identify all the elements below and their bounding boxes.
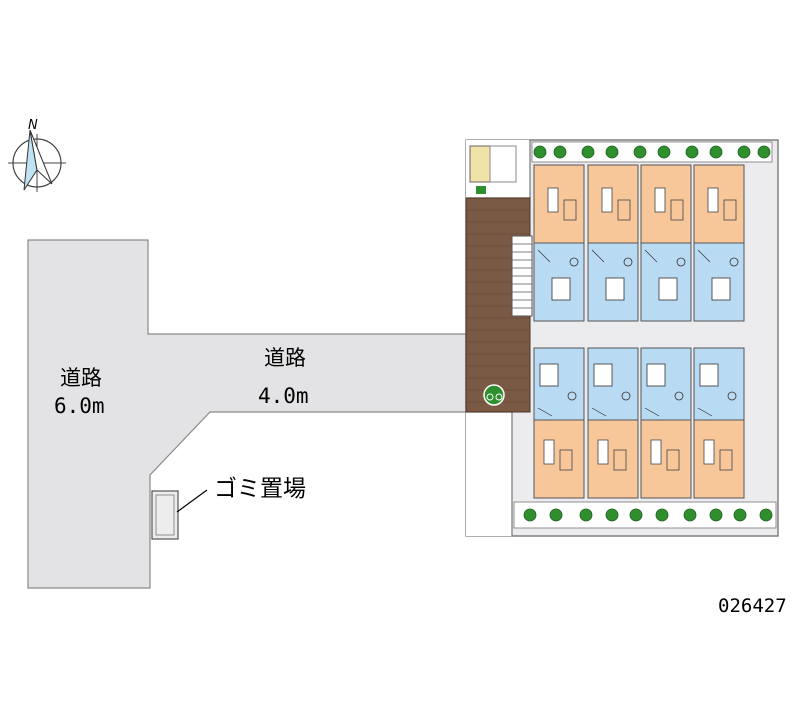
road-network	[27, 239, 467, 589]
compass-north-label: N	[28, 118, 38, 133]
shrub	[757, 145, 771, 159]
shrub	[553, 145, 567, 159]
shrub	[523, 508, 537, 522]
unit-room	[533, 419, 585, 499]
road-label-north-width: 4.0m	[258, 384, 309, 408]
shrub	[533, 145, 547, 159]
shrub	[655, 508, 669, 522]
shrub	[581, 145, 595, 159]
unit-room	[693, 419, 745, 499]
shrub	[685, 145, 699, 159]
shrub	[629, 508, 643, 522]
planting-strip-top	[531, 141, 773, 163]
shrub	[579, 508, 593, 522]
garbage-area-box	[151, 489, 208, 540]
road-surface	[27, 239, 467, 589]
unit-room	[640, 164, 692, 244]
shrub	[683, 508, 697, 522]
unit-room	[587, 419, 639, 499]
unit-room	[587, 164, 639, 244]
road-label-north-name: 道路	[264, 346, 306, 370]
shrub	[549, 508, 563, 522]
shrub	[759, 508, 773, 522]
shrub	[633, 145, 647, 159]
unit-room	[640, 419, 692, 499]
garbage-area-label: ゴミ置場	[214, 476, 306, 502]
shrub	[733, 508, 747, 522]
property-id: 026427	[718, 595, 787, 617]
road-label-west-name: 道路	[60, 366, 102, 390]
building-compound	[465, 139, 779, 537]
unit-room	[693, 164, 745, 244]
shrub	[605, 508, 619, 522]
shrub	[657, 145, 671, 159]
shrub	[605, 145, 619, 159]
shrub	[709, 145, 723, 159]
unit-room	[533, 164, 585, 244]
apartment-units	[533, 164, 745, 499]
planting-shrubs	[476, 145, 773, 522]
shrub	[709, 508, 723, 522]
road-label-west-width: 6.0m	[54, 394, 105, 418]
shrub	[737, 145, 751, 159]
compass	[8, 129, 66, 192]
shrub	[476, 186, 486, 194]
